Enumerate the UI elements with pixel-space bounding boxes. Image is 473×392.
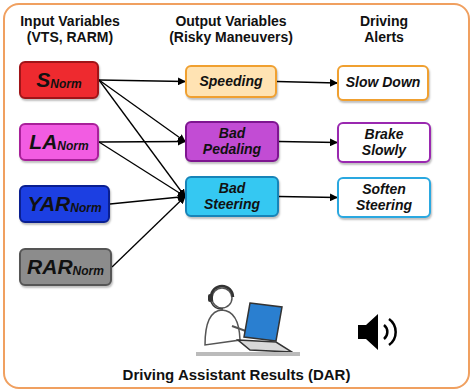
- variable-subscript: Norm: [70, 201, 101, 215]
- process-box: RARNorm: [19, 248, 112, 286]
- arrow-connector: [279, 197, 337, 198]
- box-label: Bad Steering: [192, 181, 272, 212]
- arrow-connector: [99, 80, 185, 142]
- box-label: Speeding: [199, 74, 262, 89]
- process-box: Bad Pedaling: [185, 121, 279, 162]
- variable-symbol: S: [36, 68, 50, 92]
- speaker-icon: [358, 314, 396, 350]
- process-box: YARNorm: [19, 185, 110, 223]
- arrow-connector: [99, 142, 185, 197]
- arrow-connector: [112, 197, 185, 268]
- arrow-connector: [99, 141, 185, 143]
- process-box: Speeding: [185, 65, 277, 98]
- process-box: Brake Slowly: [337, 122, 431, 163]
- variable-subscript: Norm: [57, 139, 88, 153]
- process-box: Slow Down: [337, 65, 429, 101]
- box-label: Soften Steering: [344, 182, 424, 213]
- arrow-connector: [99, 80, 185, 197]
- variable-symbol: YAR: [27, 192, 70, 216]
- arrow-connector: [277, 82, 337, 84]
- box-label: Brake Slowly: [344, 127, 424, 158]
- arrow-connector: [279, 142, 337, 143]
- arrow-connector: [99, 80, 185, 82]
- box-label: Slow Down: [346, 75, 421, 90]
- outer-frame: Driving Assistant Results (DAR)SNormLANo…: [3, 3, 470, 389]
- footer-title: Driving Assistant Results (DAR): [123, 366, 351, 383]
- process-box: SNorm: [19, 61, 99, 99]
- variable-subscript: Norm: [50, 77, 81, 91]
- process-box: Bad Steering: [185, 176, 279, 217]
- variable-symbol: RAR: [27, 255, 73, 279]
- process-box: Soften Steering: [337, 177, 431, 218]
- variable-symbol: LA: [29, 130, 57, 154]
- column-heading: Driving Alerts: [339, 13, 429, 45]
- column-heading: Input Variables (VTS, RARM): [11, 13, 129, 45]
- arrow-connector: [110, 197, 185, 205]
- variable-subscript: Norm: [73, 264, 104, 278]
- process-box: LANorm: [19, 123, 99, 161]
- operator-illustration: [196, 286, 300, 356]
- box-label: Bad Pedaling: [192, 126, 272, 157]
- column-heading: Output Variables (Risky Maneuvers): [165, 13, 297, 45]
